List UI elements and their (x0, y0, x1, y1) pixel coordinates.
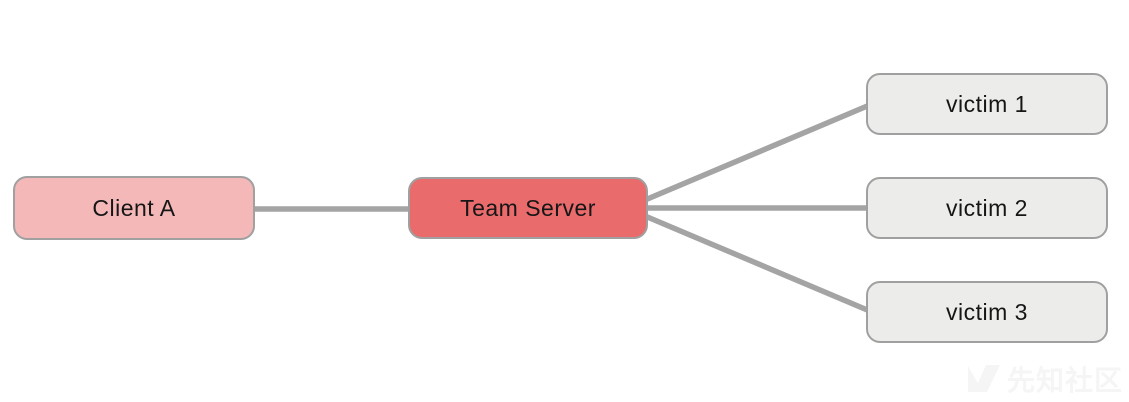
watermark-text: 先知社区 (1006, 365, 1123, 396)
node-victim-3-label: victim 3 (946, 298, 1028, 325)
node-victim-3: victim 3 (866, 281, 1108, 343)
watermark: 先知社区 (967, 359, 1123, 399)
node-team-server: Team Server (408, 177, 648, 239)
node-victim-2-label: victim 2 (946, 194, 1028, 221)
node-victim-1: victim 1 (866, 73, 1108, 135)
edge-server-to-victim1 (643, 101, 874, 203)
xianzhi-slash-logo-icon (967, 365, 1000, 392)
node-victim-1-label: victim 1 (946, 90, 1028, 117)
node-client-a: Client A (13, 176, 255, 240)
node-victim-2: victim 2 (866, 177, 1108, 239)
edge-server-to-victim3 (643, 213, 874, 315)
node-team-server-label: Team Server (460, 194, 596, 221)
node-client-a-label: Client A (92, 194, 176, 221)
